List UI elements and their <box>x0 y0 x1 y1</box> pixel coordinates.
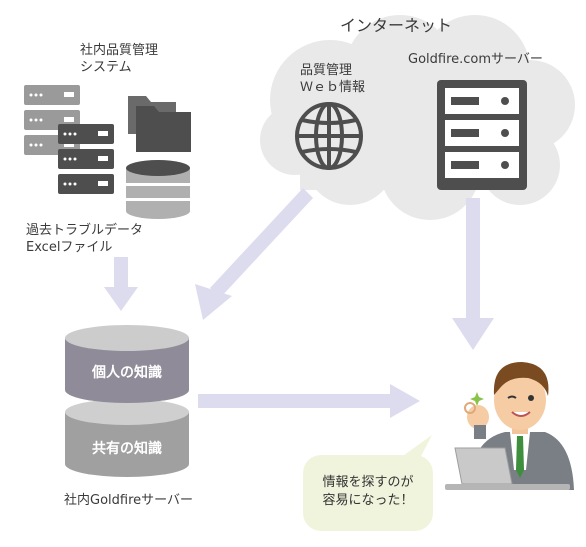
internet-title: インターネット <box>340 16 453 35</box>
internal-system-label: 社内品質管理 システム <box>80 42 158 76</box>
web-info-label-line2: Ｗｅｂ情報 <box>300 80 366 95</box>
internet-cloud <box>260 15 575 220</box>
web-info-label-line1: 品質管理 <box>300 63 353 78</box>
arrow-knowledge-to-user <box>198 384 420 418</box>
database-icon <box>126 160 190 219</box>
excel-label-line1: 過去トラブルデータ <box>26 223 144 238</box>
excel-label-line2: Excelファイル <box>26 240 113 255</box>
internal-system-label-line1: 社内品質管理 <box>80 43 159 58</box>
speech-bubble-text: 情報を探すのが 容易になった！ <box>304 474 432 510</box>
speech-bubble-line2: 容易になった！ <box>322 493 414 508</box>
knowledge-db <box>65 325 189 477</box>
arrow-web-to-knowledge <box>195 188 313 320</box>
folder-icon <box>128 96 191 152</box>
goldfire-com-server-label: Goldfire.comサーバー <box>408 52 543 67</box>
shared-knowledge-label: 共有の知識 <box>92 441 162 457</box>
web-info-label: 品質管理 Ｗｅｂ情報 <box>300 62 365 96</box>
businessman-illustration <box>445 362 574 490</box>
goldfire-server-icon <box>437 80 527 190</box>
internal-goldfire-server-label: 社内Goldfireサーバー <box>64 493 194 508</box>
arrow-excel-to-knowledge <box>104 257 138 311</box>
internal-system-label-line2: システム <box>80 60 132 75</box>
globe-icon <box>295 102 363 170</box>
excel-label: 過去トラブルデータ Excelファイル <box>26 222 143 256</box>
speech-bubble <box>303 435 433 531</box>
arrows <box>104 188 494 418</box>
arrow-server-to-user <box>452 198 494 350</box>
personal-knowledge-label: 個人の知識 <box>92 365 162 381</box>
internal-server-icon <box>24 85 114 194</box>
speech-bubble-line1: 情報を探すのが <box>322 475 414 490</box>
